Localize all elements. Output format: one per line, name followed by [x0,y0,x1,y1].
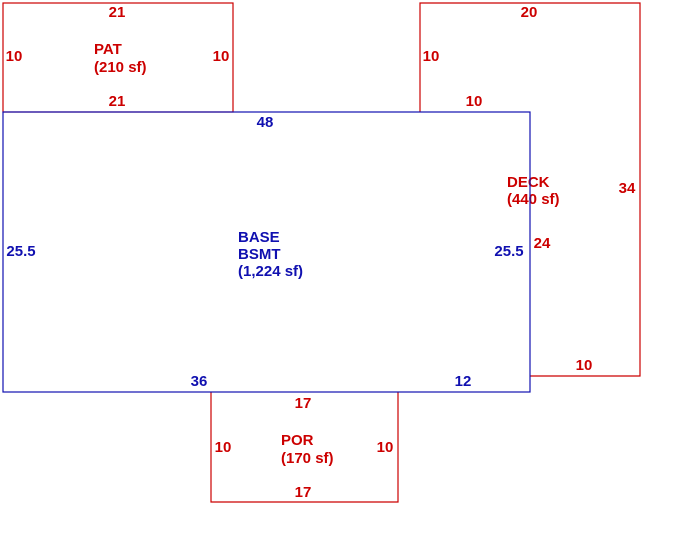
patio-area: 21 21 10 10 PAT (210 sf) [2,2,234,113]
patio-area-value: (210 sf) [94,59,147,76]
deck-dim-inner-top: 10 [466,93,483,110]
base-area-value: (1,224 sf) [238,263,303,280]
deck-dim-left: 10 [423,48,440,65]
porch-dim-bottom: 17 [295,484,312,501]
deck-area-value: (440 sf) [507,191,560,208]
patio-dim-right: 10 [213,48,230,65]
base-label-line1: BASE [238,229,280,246]
porch-area-value: (170 sf) [281,450,334,467]
porch-dim-left: 10 [215,439,232,456]
deck-dim-right: 34 [619,180,636,197]
base-area: 48 25.5 25.5 36 12 BASE BSMT (1,224 sf) [2,111,531,393]
patio-dim-bottom: 21 [109,93,126,110]
base-dim-right: 25.5 [494,243,523,260]
base-dim-left: 25.5 [6,243,35,260]
deck-area: 20 10 10 34 24 10 DECK (440 sf) [419,2,641,377]
deck-outline [419,2,641,377]
base-dim-top: 48 [257,114,274,131]
deck-dim-bottom: 10 [576,357,593,374]
porch-area: 17 17 10 10 POR (170 sf) [210,392,399,503]
patio-dim-top: 21 [109,4,126,21]
deck-dim-top: 20 [521,4,538,21]
deck-dim-inner-side: 24 [534,235,551,252]
base-outline [2,111,531,393]
patio-label: PAT [94,41,122,58]
base-dim-bottom-right: 12 [455,373,472,390]
deck-label: DECK [507,174,550,191]
base-dim-bottom-left: 36 [191,373,208,390]
porch-outline [210,392,399,503]
porch-dim-top: 17 [295,395,312,412]
porch-label: POR [281,432,314,449]
base-label-line2: BSMT [238,246,281,263]
porch-dim-right: 10 [377,439,394,456]
patio-dim-left: 10 [6,48,23,65]
